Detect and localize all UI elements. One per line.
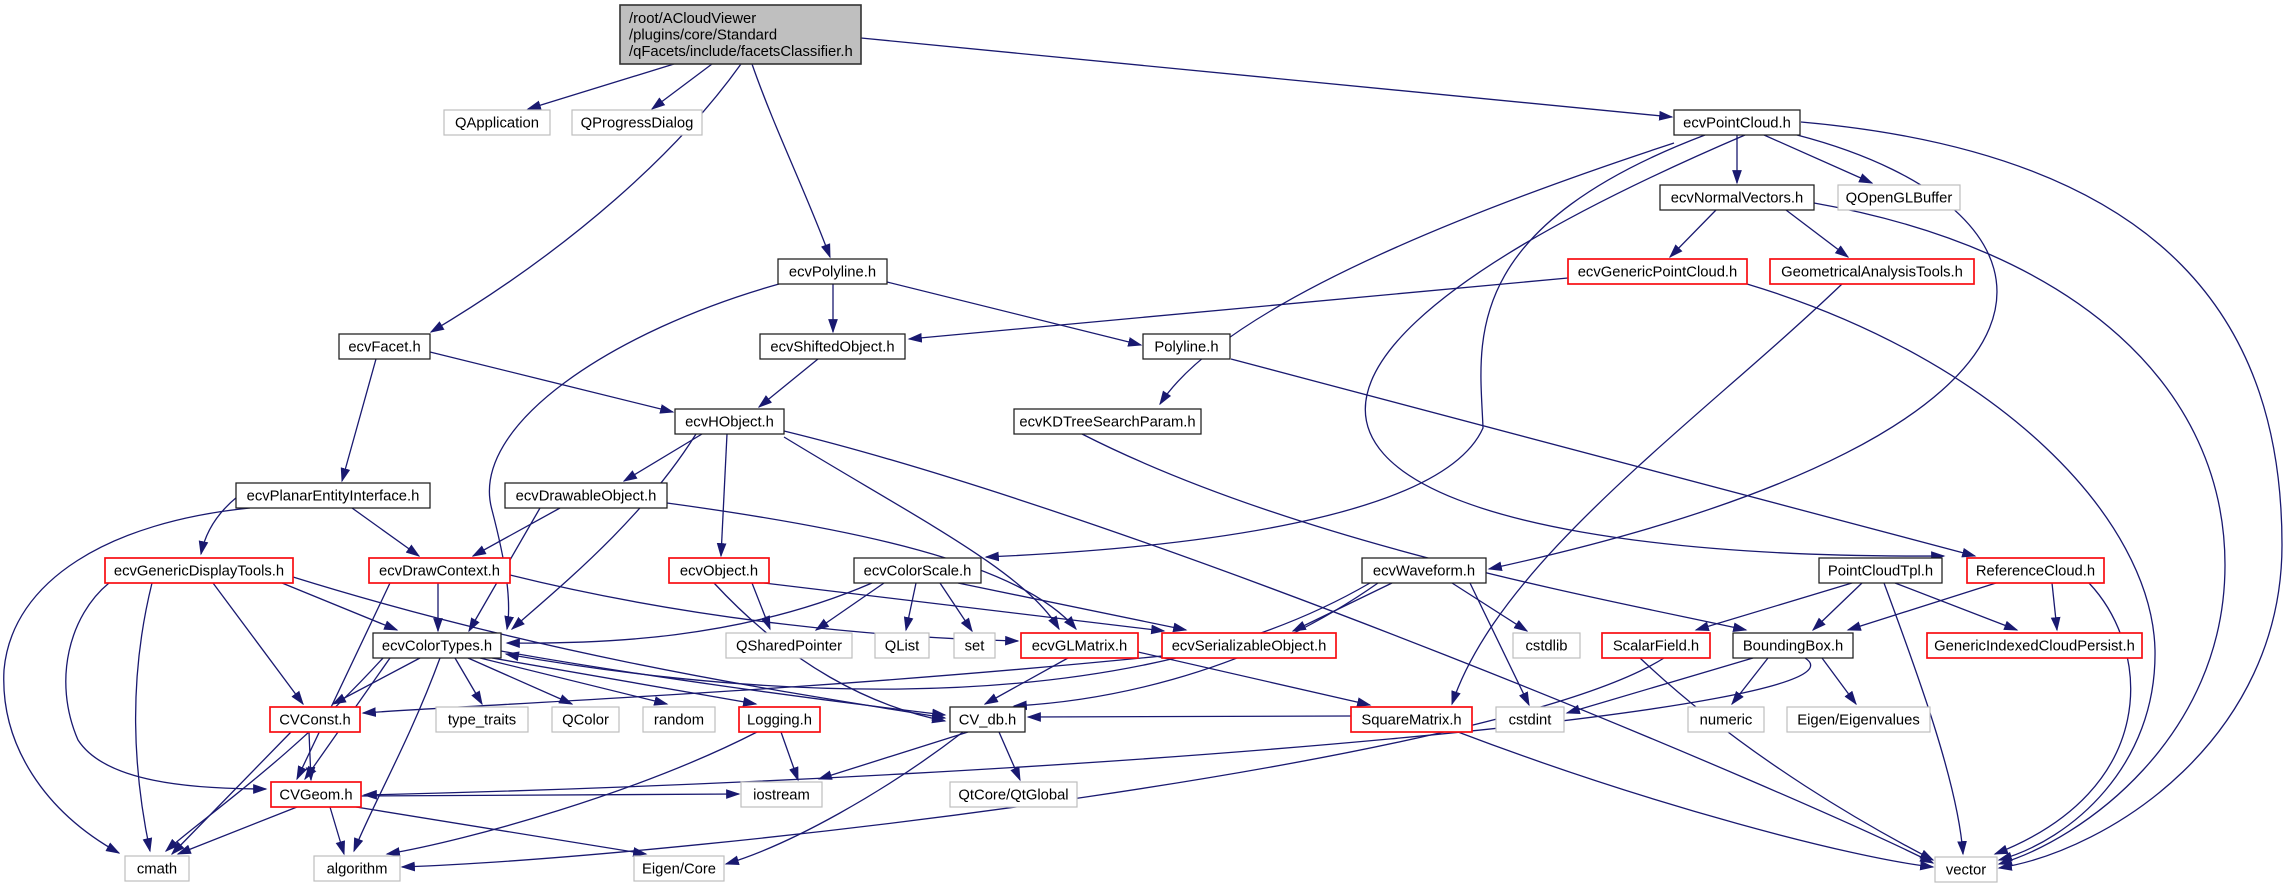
svg-text:ecvFacet.h: ecvFacet.h	[348, 340, 420, 356]
svg-text:QProgressDialog: QProgressDialog	[581, 116, 694, 132]
svg-text:BoundingBox.h: BoundingBox.h	[1743, 639, 1843, 655]
svg-text:QList: QList	[885, 639, 920, 655]
svg-text:CVConst.h: CVConst.h	[279, 713, 351, 729]
svg-text:ecvNormalVectors.h: ecvNormalVectors.h	[1671, 191, 1803, 207]
svg-text:random: random	[654, 713, 704, 729]
svg-text:GenericIndexedCloudPersist.h: GenericIndexedCloudPersist.h	[1934, 639, 2135, 655]
svg-text:QColor: QColor	[562, 713, 609, 729]
svg-text:QOpenGLBuffer: QOpenGLBuffer	[1846, 191, 1953, 207]
svg-text:ecvWaveform.h: ecvWaveform.h	[1373, 564, 1475, 580]
svg-text:ecvPlanarEntityInterface.h: ecvPlanarEntityInterface.h	[247, 489, 420, 505]
svg-text:SquareMatrix.h: SquareMatrix.h	[1361, 713, 1461, 729]
svg-text:ecvObject.h: ecvObject.h	[680, 564, 758, 580]
svg-text:QSharedPointer: QSharedPointer	[736, 639, 842, 655]
svg-text:ecvDrawableObject.h: ecvDrawableObject.h	[516, 489, 657, 505]
svg-text:GeometricalAnalysisTools.h: GeometricalAnalysisTools.h	[1781, 265, 1963, 281]
svg-text:algorithm: algorithm	[327, 862, 388, 878]
svg-text:cmath: cmath	[137, 862, 177, 878]
svg-text:ecvPointCloud.h: ecvPointCloud.h	[1683, 116, 1791, 132]
svg-text:ScalarField.h: ScalarField.h	[1613, 639, 1699, 655]
svg-text:Polyline.h: Polyline.h	[1154, 340, 1218, 356]
svg-text:QtCore/QtGlobal: QtCore/QtGlobal	[958, 788, 1068, 804]
svg-text:type_traits: type_traits	[448, 713, 516, 729]
svg-text:CVGeom.h: CVGeom.h	[279, 788, 352, 804]
svg-text:ecvKDTreeSearchParam.h: ecvKDTreeSearchParam.h	[1019, 415, 1195, 431]
svg-text:ecvSerializableObject.h: ecvSerializableObject.h	[1172, 639, 1327, 655]
svg-text:ecvDrawContext.h: ecvDrawContext.h	[379, 564, 500, 580]
svg-text:Logging.h: Logging.h	[747, 713, 812, 729]
svg-text:ReferenceCloud.h: ReferenceCloud.h	[1976, 564, 2095, 580]
svg-text:ecvPolyline.h: ecvPolyline.h	[789, 265, 876, 281]
svg-text:/plugins/core/Standard: /plugins/core/Standard	[629, 28, 777, 44]
svg-text:ecvGLMatrix.h: ecvGLMatrix.h	[1032, 639, 1127, 655]
svg-text:ecvGenericPointCloud.h: ecvGenericPointCloud.h	[1578, 265, 1738, 281]
svg-text:Eigen/Eigenvalues: Eigen/Eigenvalues	[1797, 713, 1920, 729]
svg-text:cstdint: cstdint	[1509, 713, 1552, 729]
svg-text:vector: vector	[1946, 863, 1986, 879]
svg-text:PointCloudTpl.h: PointCloudTpl.h	[1828, 564, 1933, 580]
svg-text:set: set	[965, 639, 985, 655]
svg-text:ecvColorTypes.h: ecvColorTypes.h	[382, 639, 492, 655]
svg-text:Eigen/Core: Eigen/Core	[642, 862, 716, 878]
svg-text:iostream: iostream	[753, 788, 810, 804]
svg-text:/root/ACloudViewer: /root/ACloudViewer	[629, 11, 756, 27]
svg-text:ecvHObject.h: ecvHObject.h	[685, 415, 774, 431]
svg-text:ecvColorScale.h: ecvColorScale.h	[864, 564, 972, 580]
svg-text:cstdlib: cstdlib	[1526, 639, 1568, 655]
svg-text:numeric: numeric	[1700, 713, 1753, 729]
svg-text:CV_db.h: CV_db.h	[959, 713, 1017, 729]
svg-text:ecvShiftedObject.h: ecvShiftedObject.h	[770, 340, 894, 356]
svg-text:QApplication: QApplication	[455, 116, 539, 132]
svg-text:/qFacets/include/facetsClassif: /qFacets/include/facetsClassifier.h	[629, 44, 853, 60]
svg-text:ecvGenericDisplayTools.h: ecvGenericDisplayTools.h	[114, 564, 284, 580]
